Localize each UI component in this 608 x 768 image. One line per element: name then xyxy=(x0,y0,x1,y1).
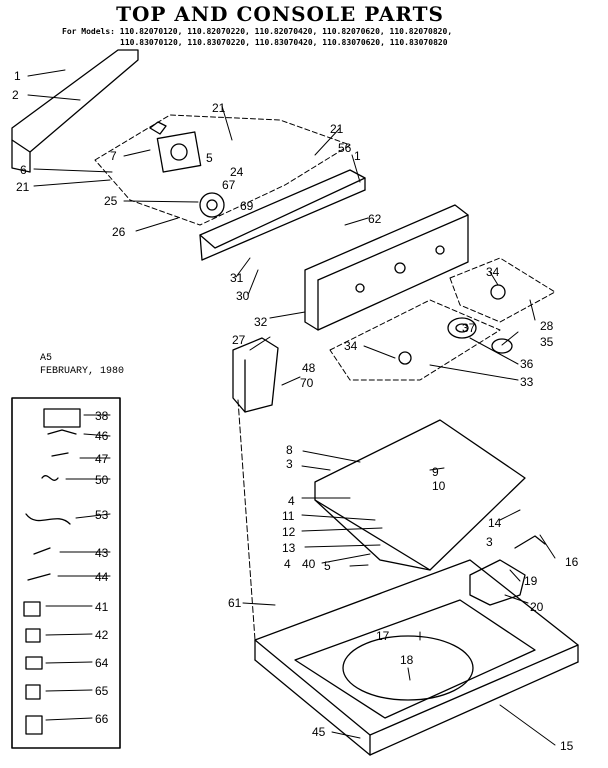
model-list-line-1: For Models: 110.82070120, 110.82070220, … xyxy=(62,27,453,36)
control-knobs xyxy=(398,284,513,365)
kit-item-label: 41 xyxy=(95,600,109,614)
callout-11: 11 xyxy=(282,509,295,523)
kit-item-label: 42 xyxy=(95,628,109,642)
console-panel xyxy=(304,204,469,331)
callout-56: 56 xyxy=(338,141,352,155)
kit-item-label: 50 xyxy=(95,473,109,487)
callout-5b: 5 xyxy=(324,559,331,573)
callout-24: 24 xyxy=(230,165,244,179)
callout-40: 40 xyxy=(302,557,316,571)
callout-21a: 21 xyxy=(16,180,30,194)
kit-item-label: 44 xyxy=(95,570,109,584)
callout-13: 13 xyxy=(282,541,296,555)
callout-67: 67 xyxy=(222,178,236,192)
kit-item-label: 66 xyxy=(95,712,109,726)
callout-leaders xyxy=(27,69,556,746)
callout-31: 31 xyxy=(230,271,244,285)
revision-stamp: A5 FEBRUARY, 1980 xyxy=(40,352,124,378)
knob-group-outlines xyxy=(329,257,556,381)
callout-26: 26 xyxy=(112,225,126,239)
callout-8: 8 xyxy=(286,443,293,457)
callout-27: 27 xyxy=(232,333,246,347)
callout-6: 6 xyxy=(20,163,27,177)
callout-21b: 21 xyxy=(212,101,226,115)
callout-7: 7 xyxy=(110,149,117,163)
callout-69: 69 xyxy=(240,199,254,213)
callout-34b: 34 xyxy=(344,339,358,353)
kit-item-label: 65 xyxy=(95,684,109,698)
console-parts-group-outline xyxy=(94,114,351,226)
callout-33: 33 xyxy=(520,375,534,389)
callout-48: 48 xyxy=(302,361,316,375)
console-mounting-rail xyxy=(199,169,366,261)
kit-item-label: 38 xyxy=(95,409,109,423)
console-rear-bracket xyxy=(11,49,139,173)
callout-4b: 4 xyxy=(284,557,291,571)
callout-18: 18 xyxy=(400,653,414,667)
kit-item-label: 47 xyxy=(95,452,109,466)
kit-item-label: 46 xyxy=(95,429,109,443)
callout-20: 20 xyxy=(530,600,544,614)
callout-36: 36 xyxy=(520,357,534,371)
callout-61: 61 xyxy=(228,596,242,610)
page-title: TOP AND CONSOLE PARTS xyxy=(116,2,444,26)
model-list-line-2: 110.83070120, 110.83070220, 110.83070420… xyxy=(120,38,448,47)
callout-3b: 3 xyxy=(486,535,493,549)
kit-item-label: 64 xyxy=(95,656,109,670)
top-rear-console-base xyxy=(314,419,526,571)
callout-28: 28 xyxy=(540,319,554,333)
callout-30: 30 xyxy=(236,289,250,303)
callout-9: 9 xyxy=(432,465,439,479)
console-end-cap xyxy=(232,337,279,413)
callout-19: 19 xyxy=(524,574,538,588)
callout-10: 10 xyxy=(432,479,446,493)
callout-labels: 1262172526215246769215616231303234283735… xyxy=(12,69,579,753)
callout-32: 32 xyxy=(254,315,268,329)
callout-17: 17 xyxy=(376,629,390,643)
callout-34a: 34 xyxy=(486,265,500,279)
callout-5: 5 xyxy=(206,151,213,165)
callout-62: 62 xyxy=(368,212,382,226)
callout-45: 45 xyxy=(312,725,326,739)
model-list: For Models: 110.82070120, 110.82070220, … xyxy=(62,26,582,48)
callout-3a: 3 xyxy=(286,457,293,471)
callout-15: 15 xyxy=(560,739,574,753)
revision-date: FEBRUARY, 1980 xyxy=(40,366,125,377)
kit-part-sketches xyxy=(23,408,81,735)
kit-item-label: 53 xyxy=(95,508,109,522)
parts-kit-frame xyxy=(11,397,121,749)
washer-top xyxy=(254,559,579,756)
callout-21c: 21 xyxy=(330,122,344,136)
kit-callout-labels: 38 46 47 50 53 43 44 41 42 64 65 66 xyxy=(95,409,109,726)
timer-assembly xyxy=(149,121,225,218)
callout-4a: 4 xyxy=(288,494,295,508)
callout-2: 2 xyxy=(12,88,19,102)
callout-1b: 1 xyxy=(354,149,361,163)
kit-item-label: 43 xyxy=(95,546,109,560)
callout-1a: 1 xyxy=(14,69,21,83)
callout-70: 70 xyxy=(300,376,314,390)
callout-37: 37 xyxy=(462,321,476,335)
callout-16: 16 xyxy=(565,555,579,569)
callout-14: 14 xyxy=(488,516,502,530)
lid-switch-bracket xyxy=(469,535,546,606)
revision-code: A5 xyxy=(40,353,53,364)
callout-35: 35 xyxy=(540,335,554,349)
callout-25: 25 xyxy=(104,194,118,208)
callout-12: 12 xyxy=(282,525,296,539)
